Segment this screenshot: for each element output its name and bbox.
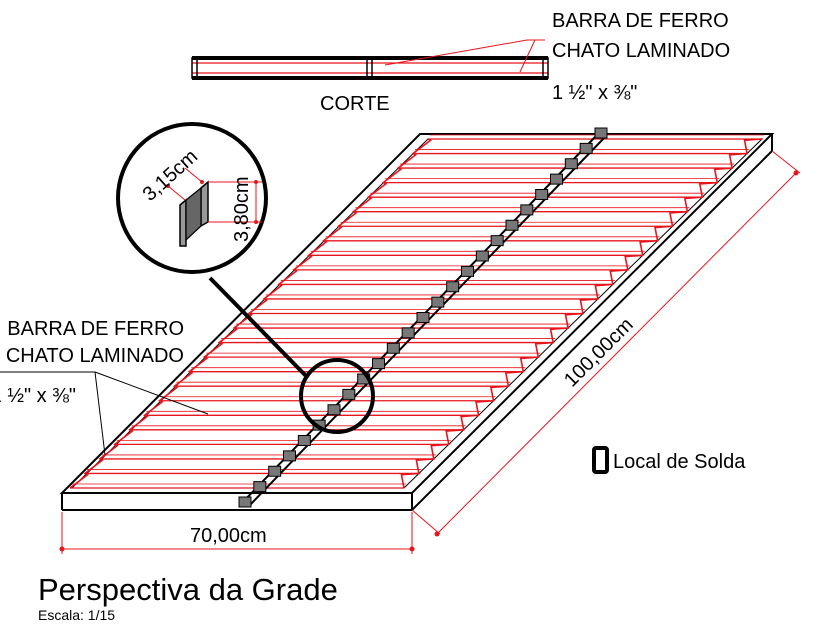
weld-point-icon — [416, 312, 430, 323]
weld-point-icon — [564, 158, 578, 170]
top-label-line2: CHATO LAMINADO — [552, 40, 730, 62]
right-web-zigzag — [400, 138, 763, 489]
grate — [59, 127, 775, 511]
weld-point-icon — [475, 250, 489, 262]
transverse-bars — [70, 134, 764, 489]
weld-point-icon — [238, 496, 252, 508]
center-bar — [238, 127, 608, 508]
left-callout — [0, 371, 209, 456]
weld-point-icon — [490, 235, 504, 247]
section-view — [191, 39, 549, 80]
drawing-scale: Escala: 1/15 — [38, 607, 115, 623]
weld-point-icon — [505, 219, 519, 231]
weld-point-icon — [342, 388, 356, 400]
length-dimension — [411, 150, 801, 537]
weld-point-icon — [461, 265, 474, 277]
weld-point-icon — [372, 358, 385, 370]
left-label-line1: BARRA DE FERRO — [7, 318, 184, 340]
section-label: CORTE — [320, 93, 390, 115]
weld-point-icon — [283, 450, 296, 462]
weld-detail — [116, 122, 375, 434]
weld-point-icon — [550, 173, 563, 185]
length-dimension-label: 100,00cm — [560, 314, 638, 392]
weld-point-icon — [535, 189, 549, 200]
weld-point-icon — [446, 281, 460, 293]
weld-point-icon — [579, 142, 593, 154]
weld-point-icon — [386, 342, 400, 354]
left-label-size: 1 ½" x ⅜" — [0, 385, 76, 407]
weld-point-icon — [297, 435, 311, 446]
left-web-zigzag — [69, 138, 433, 489]
weld-point-icon — [268, 465, 282, 477]
detail-height-label: 3,80cm — [231, 176, 253, 242]
weld-legend — [592, 446, 609, 474]
weld-point-icon — [327, 404, 341, 416]
top-label-line1: BARRA DE FERRO — [552, 10, 729, 32]
weld-legend-label: Local de Solda — [613, 451, 746, 473]
weld-symbol-icon — [592, 446, 609, 474]
weld-point-icon — [431, 296, 445, 308]
left-label-line2: CHATO LAMINADO — [6, 345, 184, 367]
weld-point-icon — [401, 327, 415, 339]
weld-point-icon — [253, 481, 267, 493]
width-dimension-label: 70,00cm — [190, 525, 267, 547]
drawing-title: Perspectiva da Grade — [38, 572, 338, 607]
weld-point-icon — [520, 204, 534, 216]
side-web — [69, 138, 763, 489]
width-dimension — [59, 512, 415, 554]
weld-point-icon — [594, 127, 608, 139]
top-label-size: 1 ½" x ⅜" — [552, 82, 637, 104]
